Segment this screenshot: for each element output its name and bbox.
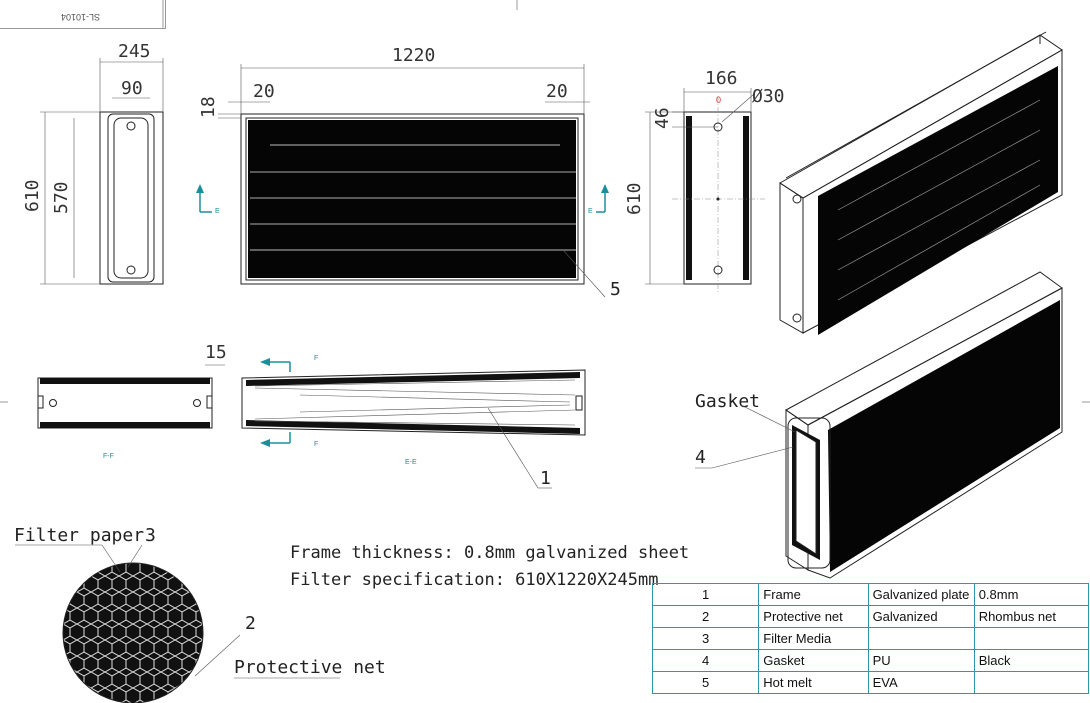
bom-name: Filter Media <box>758 627 869 650</box>
section-f-top: F <box>314 355 318 362</box>
bom-remark <box>973 627 1090 650</box>
right-view: 166 0 Ø30 610 46 <box>624 68 785 292</box>
callout-protective-net: Protective net <box>234 657 386 678</box>
side-view: 245 90 610 570 <box>22 41 164 285</box>
callout-5: 5 <box>610 279 621 300</box>
title-block <box>0 0 166 29</box>
note-frame: Frame thickness: 0.8mm galvanized sheet <box>290 543 689 563</box>
bom-name: Hot melt <box>758 671 869 694</box>
bom-no: 4 <box>651 649 760 672</box>
section-e-right: E <box>588 208 593 215</box>
front-view: 1220 20 20 18 E E 5 <box>196 45 621 300</box>
dim-front-right: 20 <box>546 81 568 102</box>
filter-detail: Filter paper 3 2 Protective net <box>14 525 386 703</box>
bom-name: Gasket <box>758 649 869 672</box>
callout-filter-paper: Filter paper <box>14 525 144 546</box>
bom-material: EVA <box>867 671 975 694</box>
section-f-bottom: F <box>314 441 318 448</box>
bom-no: 1 <box>651 583 760 606</box>
bom-remark <box>973 671 1090 694</box>
dim-front-left: 20 <box>253 81 275 102</box>
callout-1: 1 <box>540 468 551 489</box>
section-ff: 15 F-F <box>37 342 227 460</box>
dim-hole-dia: Ø30 <box>752 86 785 107</box>
bom-remark: Black <box>973 649 1090 672</box>
callout-4: 4 <box>695 447 706 468</box>
bom-material: Galvanized <box>867 605 975 628</box>
bom-no: 2 <box>651 605 760 628</box>
dim-height-outer: 610 <box>22 179 43 212</box>
bom-name: Protective net <box>758 605 869 628</box>
bom-no: 3 <box>651 627 760 650</box>
dim-side-width: 245 <box>118 41 151 62</box>
dim-front-top: 18 <box>198 96 219 118</box>
section-ee-label: E-E <box>405 459 417 466</box>
bom-no: 5 <box>651 671 760 694</box>
red-zero-mark: 0 <box>716 95 721 105</box>
bom-remark: 0.8mm <box>973 583 1090 606</box>
section-ff-label: F-F <box>103 453 114 460</box>
section-e-left: E <box>215 208 220 215</box>
bom-name: Frame <box>758 583 869 606</box>
iso-view-front <box>785 271 1063 579</box>
dim-hole-offset: 46 <box>652 107 673 129</box>
section-ee: F F E-E 1 <box>241 355 586 489</box>
dim-section-wall: 15 <box>205 342 227 363</box>
dim-side-inner: 90 <box>121 78 143 99</box>
bom-material: Galvanized plate <box>867 583 975 606</box>
dim-height-inner: 570 <box>51 181 72 214</box>
callout-2: 2 <box>245 613 256 634</box>
callout-gasket: Gasket <box>695 391 760 412</box>
bom-material: PU <box>867 649 975 672</box>
callout-3: 3 <box>145 525 156 546</box>
dim-front-length: 1220 <box>392 45 435 66</box>
dim-right-height: 610 <box>624 182 645 215</box>
bom-remark: Rhombus net <box>973 605 1090 628</box>
drawing-number: SL-10104 <box>61 12 100 22</box>
iso-view-back <box>779 31 1063 335</box>
note-spec: Filter specification: 610X1220X245mm <box>290 570 658 590</box>
dim-right-depth: 166 <box>705 68 738 89</box>
bom-material <box>867 627 975 650</box>
